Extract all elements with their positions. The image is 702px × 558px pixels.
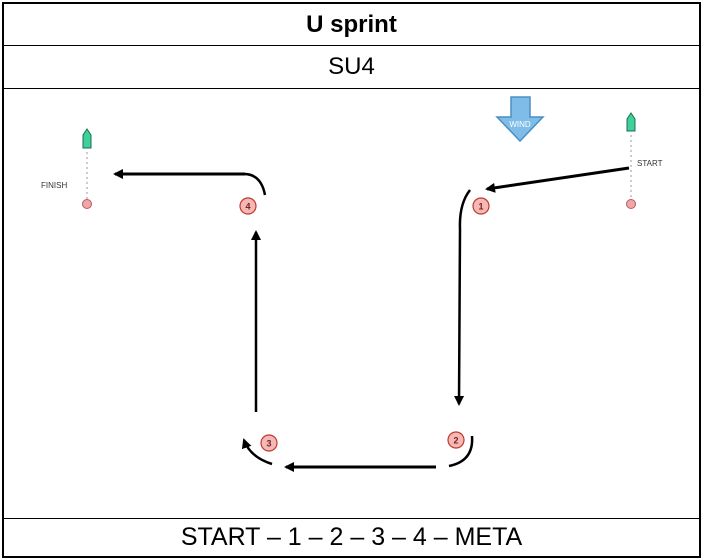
mark-4-label: 4 <box>245 202 250 212</box>
course-diagram: WIND START FINISH <box>4 89 699 519</box>
mark-4: 4 <box>239 197 257 215</box>
rounding-arc-1 <box>454 189 472 406</box>
finish-line: FINISH <box>41 128 92 209</box>
rounding-arc-3 <box>241 438 273 466</box>
start-label: START <box>637 159 663 168</box>
mark-3: 3 <box>260 434 278 452</box>
mark-2: 2 <box>447 431 465 449</box>
course-sequence: START – 1 – 2 – 3 – 4 – META <box>180 523 523 551</box>
mark-1: 1 <box>472 197 490 215</box>
leg-start-to-1 <box>485 166 630 193</box>
course-diagram-svg: WIND START FINISH <box>41 96 663 472</box>
mark-2-label: 2 <box>453 436 458 446</box>
finish-label: FINISH <box>41 181 67 190</box>
start-line: START <box>626 112 663 209</box>
mark-1-label: 1 <box>478 202 483 212</box>
start-pin-buoy-icon <box>626 199 636 209</box>
wind-arrow-icon: WIND <box>495 96 545 143</box>
course-title: U sprint <box>4 4 699 46</box>
mark-3-label: 3 <box>266 439 271 449</box>
course-code: SU4 <box>4 46 699 89</box>
rounding-arc-4 <box>243 172 267 196</box>
finish-pin-buoy-icon <box>82 199 92 209</box>
finish-boat-icon <box>82 128 92 149</box>
rounding-arc-2 <box>448 435 474 468</box>
start-boat-icon <box>626 112 636 132</box>
wind-label: WIND <box>509 120 531 129</box>
